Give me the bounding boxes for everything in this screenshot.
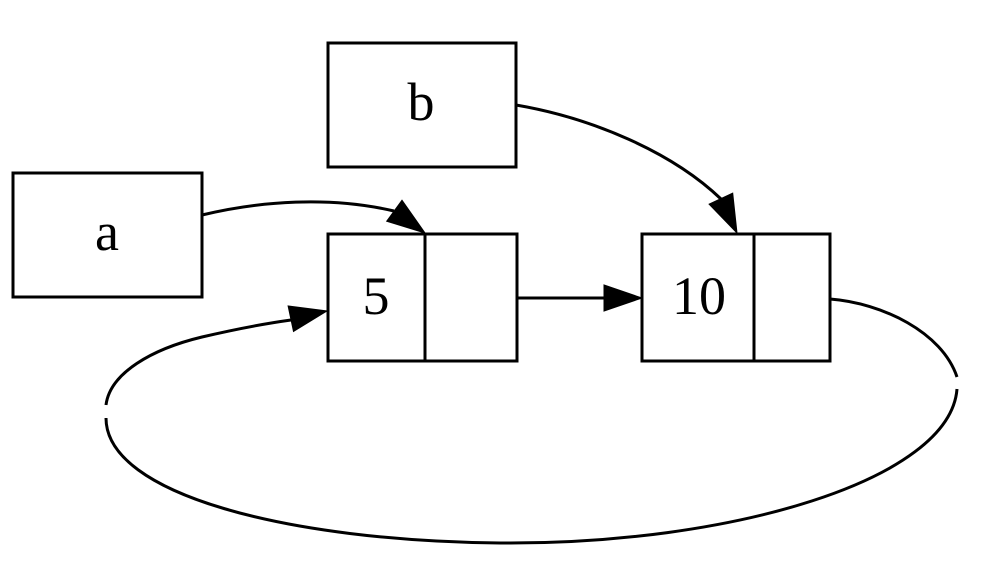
variable-a-box: [11, 171, 204, 299]
edge-b-to-node10-arrowhead: [708, 192, 738, 235]
edge-a-to-node5-line: [201, 200, 395, 217]
edge-a-to-node5-arrowhead: [385, 199, 427, 234]
node-5-value: 5: [363, 266, 390, 326]
edge-node10-to-node5-arrowhead: [287, 305, 329, 333]
loop-segment-bottom: [104, 388, 959, 545]
edge-b-to-node10-line: [515, 103, 723, 201]
loop-segment-right: [829, 297, 959, 378]
node-5-box: [326, 232, 519, 363]
variable-a-label: a: [95, 202, 119, 262]
node-10-value: 10: [672, 266, 726, 326]
edge-node10-to-node5-loop: [104, 297, 959, 545]
edge-b-to-node10: [515, 103, 738, 235]
edge-node5-to-node10-arrowhead: [603, 284, 644, 312]
edge-a-to-node5: [201, 199, 427, 234]
node-10-box: [640, 232, 832, 363]
variable-b-label: b: [408, 72, 435, 132]
pair-node-5: 5: [326, 232, 519, 363]
edge-node5-to-node10: [517, 284, 644, 312]
variable-b-box: [326, 41, 518, 169]
pair-node-10: 10: [640, 232, 832, 363]
loop-segment-left: [104, 318, 292, 406]
variable-a: a: [11, 171, 204, 299]
variable-b: b: [326, 41, 518, 169]
